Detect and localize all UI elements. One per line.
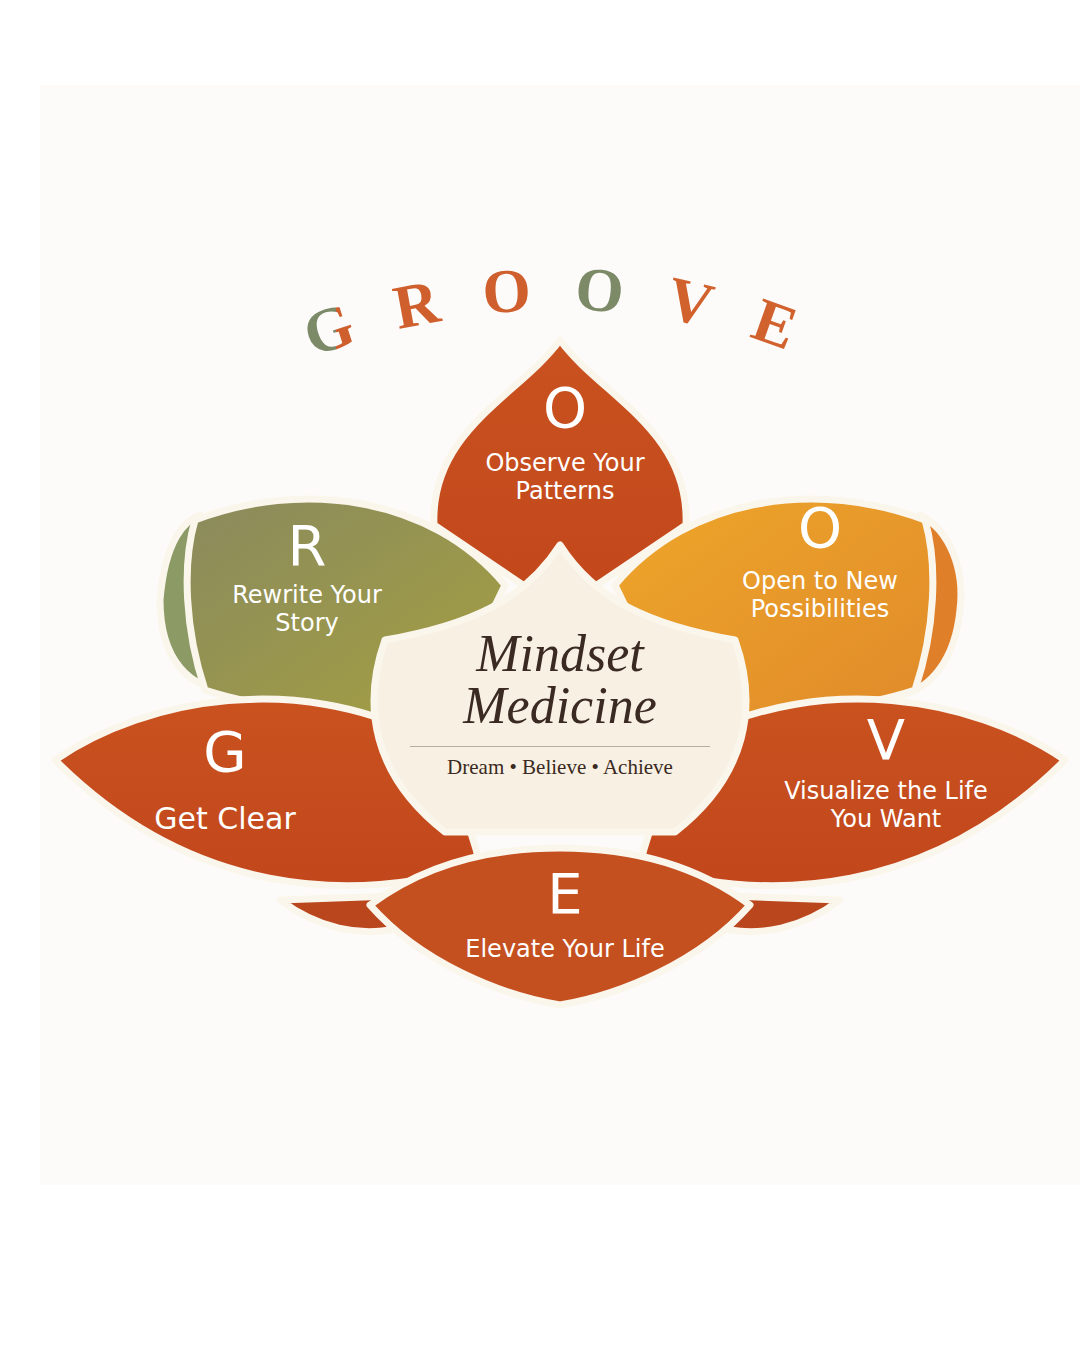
petal-label: Observe Your Patterns xyxy=(460,450,670,505)
open-petal: O Open to New Possibilities xyxy=(720,500,920,623)
brand-title: Mindset Medicine xyxy=(410,628,710,732)
petal-letter: G xyxy=(115,724,335,780)
get-clear-petal: G Get Clear xyxy=(115,724,335,837)
petal-letter: O xyxy=(460,380,670,436)
petal-letter: R xyxy=(207,518,407,574)
center-bud: Mindset MedicineDream • Believe • Achiev… xyxy=(410,628,710,780)
petal-label: Elevate Your Life xyxy=(425,936,705,964)
tagline: Dream • Believe • Achieve xyxy=(410,746,710,780)
petal-letter: E xyxy=(425,866,705,922)
petal-label: Get Clear xyxy=(115,802,335,837)
title-arc: GROOVE xyxy=(295,254,845,377)
petal-label: Open to New Possibilities xyxy=(720,568,920,623)
petal-letter: V xyxy=(781,712,991,768)
title: GROOVE xyxy=(295,254,845,377)
petal-label: Visualize the Life You Want xyxy=(781,778,991,833)
observe-petal: O Observe Your Patterns xyxy=(460,380,670,505)
petal-label: Rewrite Your Story xyxy=(207,582,407,637)
rewrite-petal: R Rewrite Your Story xyxy=(207,518,407,637)
petal-letter: O xyxy=(720,500,920,556)
visualize-petal: V Visualize the Life You Want xyxy=(781,712,991,833)
elevate-petal: E Elevate Your Life xyxy=(425,866,705,964)
